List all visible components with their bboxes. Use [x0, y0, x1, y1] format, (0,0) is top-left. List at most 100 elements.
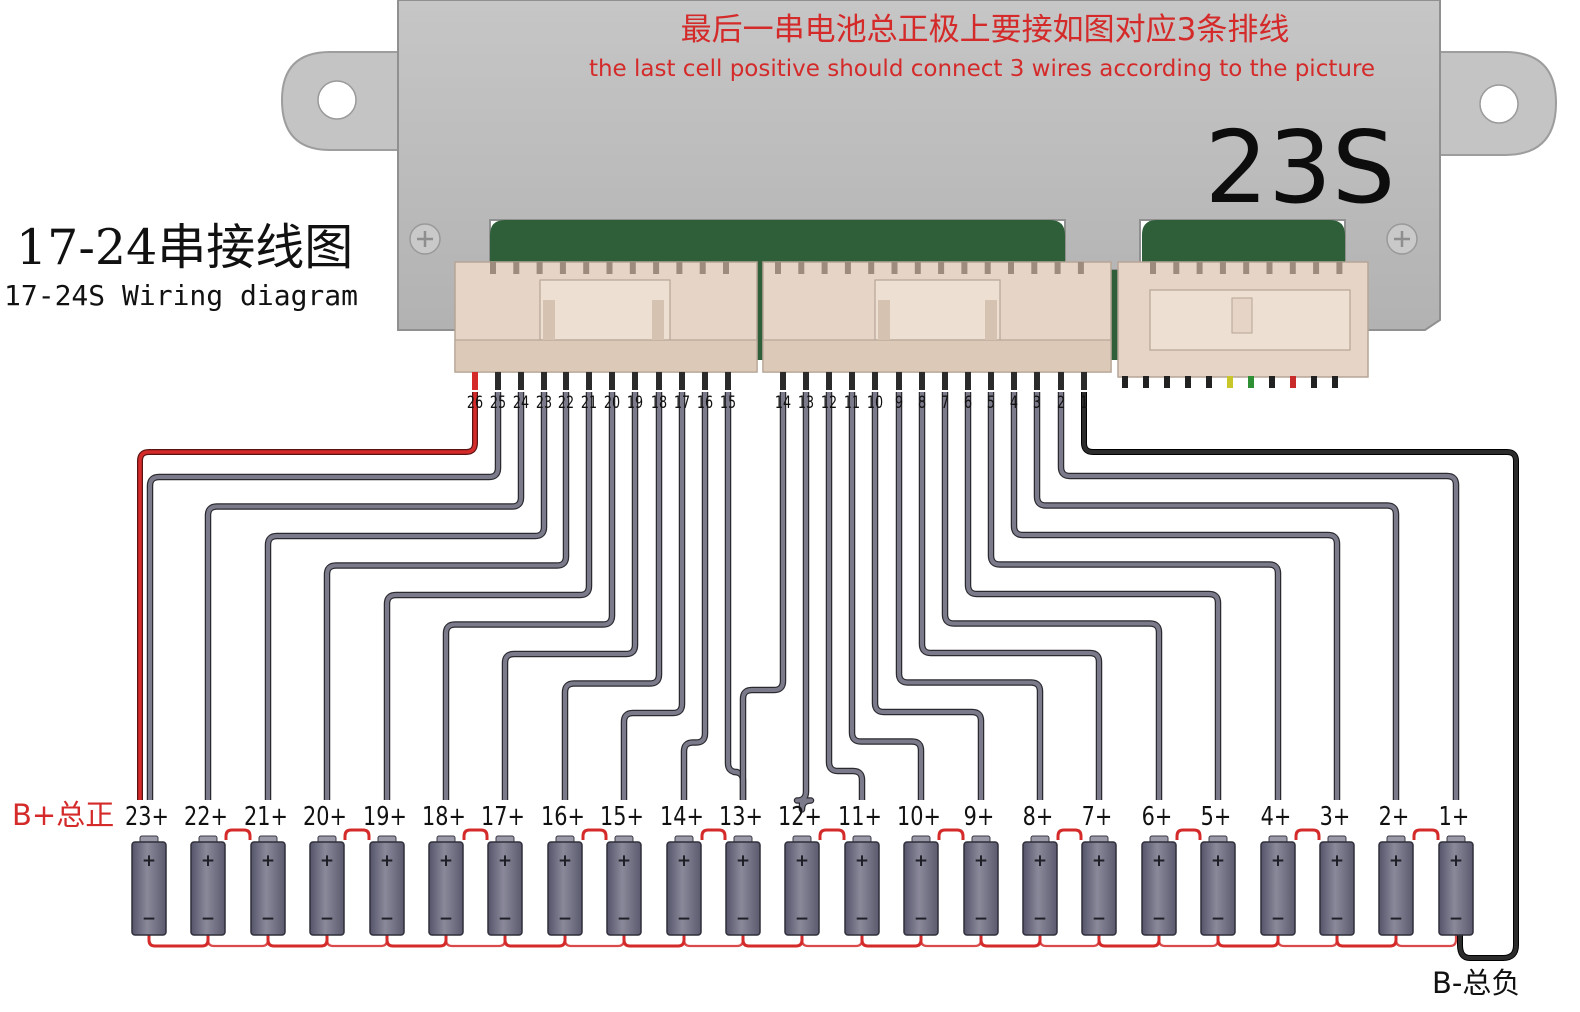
cell-plus-sign: +: [1211, 851, 1225, 871]
cell-minus-sign: −: [677, 909, 691, 929]
tooth: [891, 262, 898, 274]
cell-body: [666, 841, 702, 936]
aux-pin: [1143, 376, 1149, 388]
series-link: [1175, 828, 1202, 840]
cell-minus-sign: −: [380, 909, 394, 929]
series-link: [563, 935, 626, 948]
cell-body: [725, 841, 761, 936]
tooth: [1008, 262, 1014, 274]
pin-stub-10: [872, 372, 878, 390]
balance-wire: [850, 392, 923, 800]
tooth: [1289, 262, 1296, 274]
balance-wire: [266, 392, 546, 800]
pin-label-26: 26: [467, 392, 483, 412]
b-minus-label: B-总负: [1432, 966, 1520, 1000]
battery-cell: +−: [606, 835, 642, 936]
pin-label-20: 20: [604, 392, 620, 412]
aux-connector-pins: [1122, 376, 1338, 388]
cell-body: [1200, 841, 1236, 936]
pin-label-15: 15: [720, 392, 736, 412]
series-link: [700, 828, 727, 840]
wire-outline: [739, 392, 787, 800]
series-link: [385, 935, 448, 948]
cell-body: [1378, 841, 1414, 936]
pin-label-5: 5: [987, 392, 995, 412]
aux-pin: [1311, 376, 1317, 388]
left-mount-hole: [317, 80, 357, 120]
tooth: [1219, 262, 1226, 274]
balance-wire: [873, 392, 983, 800]
balance-wire: [563, 392, 661, 800]
pin-label-3: 3: [1033, 392, 1041, 412]
series-link: [1157, 935, 1220, 948]
series-link: [919, 935, 983, 948]
cell-label: 11+: [838, 801, 882, 832]
series-link: [1335, 935, 1398, 948]
series-link: [206, 935, 270, 948]
battery-cell: +−: [1081, 835, 1117, 936]
aux-pin: [1164, 376, 1170, 388]
cell-label: 4+: [1261, 801, 1292, 832]
cell-label: 2+: [1379, 801, 1410, 832]
cell-plus-sign: +: [558, 851, 572, 871]
pin-label-19: 19: [627, 392, 643, 412]
pin-stub-11: [849, 372, 855, 390]
pin-label-12: 12: [821, 392, 837, 412]
pin-label-6: 6: [964, 392, 972, 412]
screw-left: [409, 223, 441, 255]
series-link: [147, 935, 210, 948]
connector-teeth: [490, 262, 1343, 274]
cell-minus-sign: −: [142, 909, 156, 929]
cell-label: 15+: [600, 801, 644, 832]
pin-label-11: 11: [844, 392, 860, 412]
pin-stub-5: [988, 372, 994, 390]
tooth: [914, 262, 921, 274]
pin-label-23: 23: [536, 392, 552, 412]
cell-plus-sign: +: [1389, 851, 1403, 871]
cell-minus-sign: −: [1330, 909, 1344, 929]
battery-cell: +−: [369, 835, 405, 936]
balance-wire: [325, 392, 568, 800]
balance-wire: [385, 392, 591, 800]
balance-wire: [920, 392, 1101, 800]
tooth: [1031, 262, 1038, 274]
pin-label-4: 4: [1010, 392, 1018, 412]
series-link: [741, 935, 804, 948]
cell-minus-sign: −: [855, 909, 869, 929]
tooth: [1173, 262, 1180, 274]
balance-wire: [827, 392, 864, 800]
aux-pin: [1227, 376, 1233, 388]
tooth: [653, 262, 660, 274]
tooth: [629, 262, 636, 274]
cell-body: [1319, 841, 1355, 936]
series-link: [979, 935, 1042, 948]
tooth: [961, 262, 968, 274]
battery-cell: +−: [131, 835, 167, 936]
tooth: [821, 262, 828, 274]
aux-pin: [1332, 376, 1338, 388]
tooth: [1077, 262, 1084, 274]
right-mount-hole: [1479, 84, 1519, 124]
cell-label: 20+: [303, 801, 347, 832]
cell-plus-sign: +: [1152, 851, 1166, 871]
cell-plus-sign: +: [855, 851, 869, 871]
cell-label: 16+: [541, 801, 585, 832]
battery-cell: +−: [428, 835, 464, 936]
tooth: [868, 262, 875, 274]
cell-label: 7+: [1082, 801, 1113, 832]
tooth: [775, 262, 781, 274]
battery-cell: +−: [784, 835, 820, 936]
cell-plus-sign: +: [736, 851, 750, 871]
battery-cell: +−: [487, 835, 523, 936]
aux-pin: [1290, 376, 1296, 388]
cell-plus-sign: +: [617, 851, 631, 871]
cell-body: [844, 841, 880, 936]
cell-minus-sign: −: [1092, 909, 1106, 929]
cell-series-links: [147, 828, 1458, 948]
pin-label-8: 8: [918, 392, 926, 412]
cell-minus-sign: −: [736, 909, 750, 929]
tooth: [699, 262, 706, 274]
series-link: [937, 828, 965, 840]
